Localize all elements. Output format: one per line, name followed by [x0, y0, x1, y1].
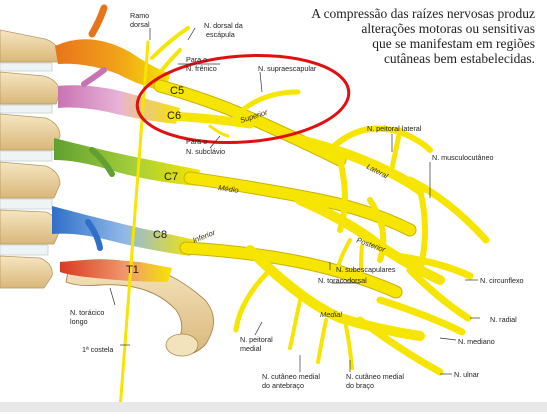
label-peitoral-medial-2: medial: [240, 344, 262, 353]
label-cutaneo-braco-2: do braço: [346, 381, 374, 390]
label-dorsal-escapula-2: escápula: [206, 30, 235, 39]
caption-line: alterações motoras ou sensitivas: [361, 21, 535, 36]
root-label-c7: C7: [164, 171, 178, 183]
label-mediano: N. mediano: [458, 337, 495, 346]
highlight-ellipse: [135, 53, 351, 145]
bottom-bar: [0, 402, 547, 412]
caption-line: A compressão das raízes nervosas produz: [311, 6, 535, 21]
first-rib: [65, 259, 214, 357]
root-label-t1: T1: [126, 264, 139, 276]
label-ramo-dorsal-1: Ramo: [130, 11, 149, 20]
label-ulnar: N. ulnar: [454, 370, 480, 379]
caption-line: que se manifestam em regiões: [372, 36, 535, 51]
root-label-c5: C5: [170, 85, 184, 97]
label-para-subclavio-2: N. subclávio: [186, 147, 225, 156]
label-cutaneo-antebraco-1: N. cutâneo medial: [262, 372, 320, 381]
trunk-label-medio: Médio: [218, 183, 239, 195]
label-primeira-costela: 1ª costela: [82, 345, 113, 354]
label-peitoral-medial-1: N. peitoral: [240, 335, 273, 344]
trunk-label-inferior: Inferior: [191, 228, 216, 245]
label-toracico-longo-2: longo: [70, 317, 88, 326]
label-supraescapular: N. supraescapular: [258, 64, 317, 73]
caption: A compressão das raízes nervosas produz …: [275, 6, 535, 66]
root-label-c6: C6: [167, 110, 181, 122]
label-cutaneo-braco-1: N. cutâneo medial: [346, 372, 404, 381]
label-radial: N. radial: [490, 315, 517, 324]
label-musculocutaneo: N. musculocutâneo: [432, 153, 494, 162]
label-cutaneo-antebraco-2: do antebraço: [262, 381, 304, 390]
label-para-frenico-1: Para o: [186, 55, 207, 64]
caption-line: cutâneas bem estabelecidas.: [383, 51, 535, 66]
vertebral-column: [0, 29, 61, 289]
leader-lines: [109, 27, 480, 375]
cord-label-medial: Medial: [320, 310, 342, 319]
label-circunflexo: N. circunflexo: [480, 276, 524, 285]
nerve-labels: Ramo dorsal N. dorsal da escápula Para o…: [70, 11, 524, 390]
label-ramo-dorsal-2: dorsal: [130, 20, 150, 29]
label-subescapulares: N. subescapulares: [336, 265, 396, 274]
label-toracodorsal: N. toracodorsal: [318, 276, 367, 285]
nerve-roots: [52, 4, 200, 282]
label-para-frenico-2: N. frênico: [186, 64, 217, 73]
root-label-c8: C8: [153, 229, 167, 241]
label-para-subclavio-1: Para o: [186, 137, 207, 146]
label-dorsal-escapula-1: N. dorsal da: [204, 21, 243, 30]
label-peitoral-lateral: N. peitoral lateral: [367, 124, 422, 133]
nerve-network: [118, 26, 490, 412]
label-toracico-longo-1: N. torácico: [70, 308, 104, 317]
